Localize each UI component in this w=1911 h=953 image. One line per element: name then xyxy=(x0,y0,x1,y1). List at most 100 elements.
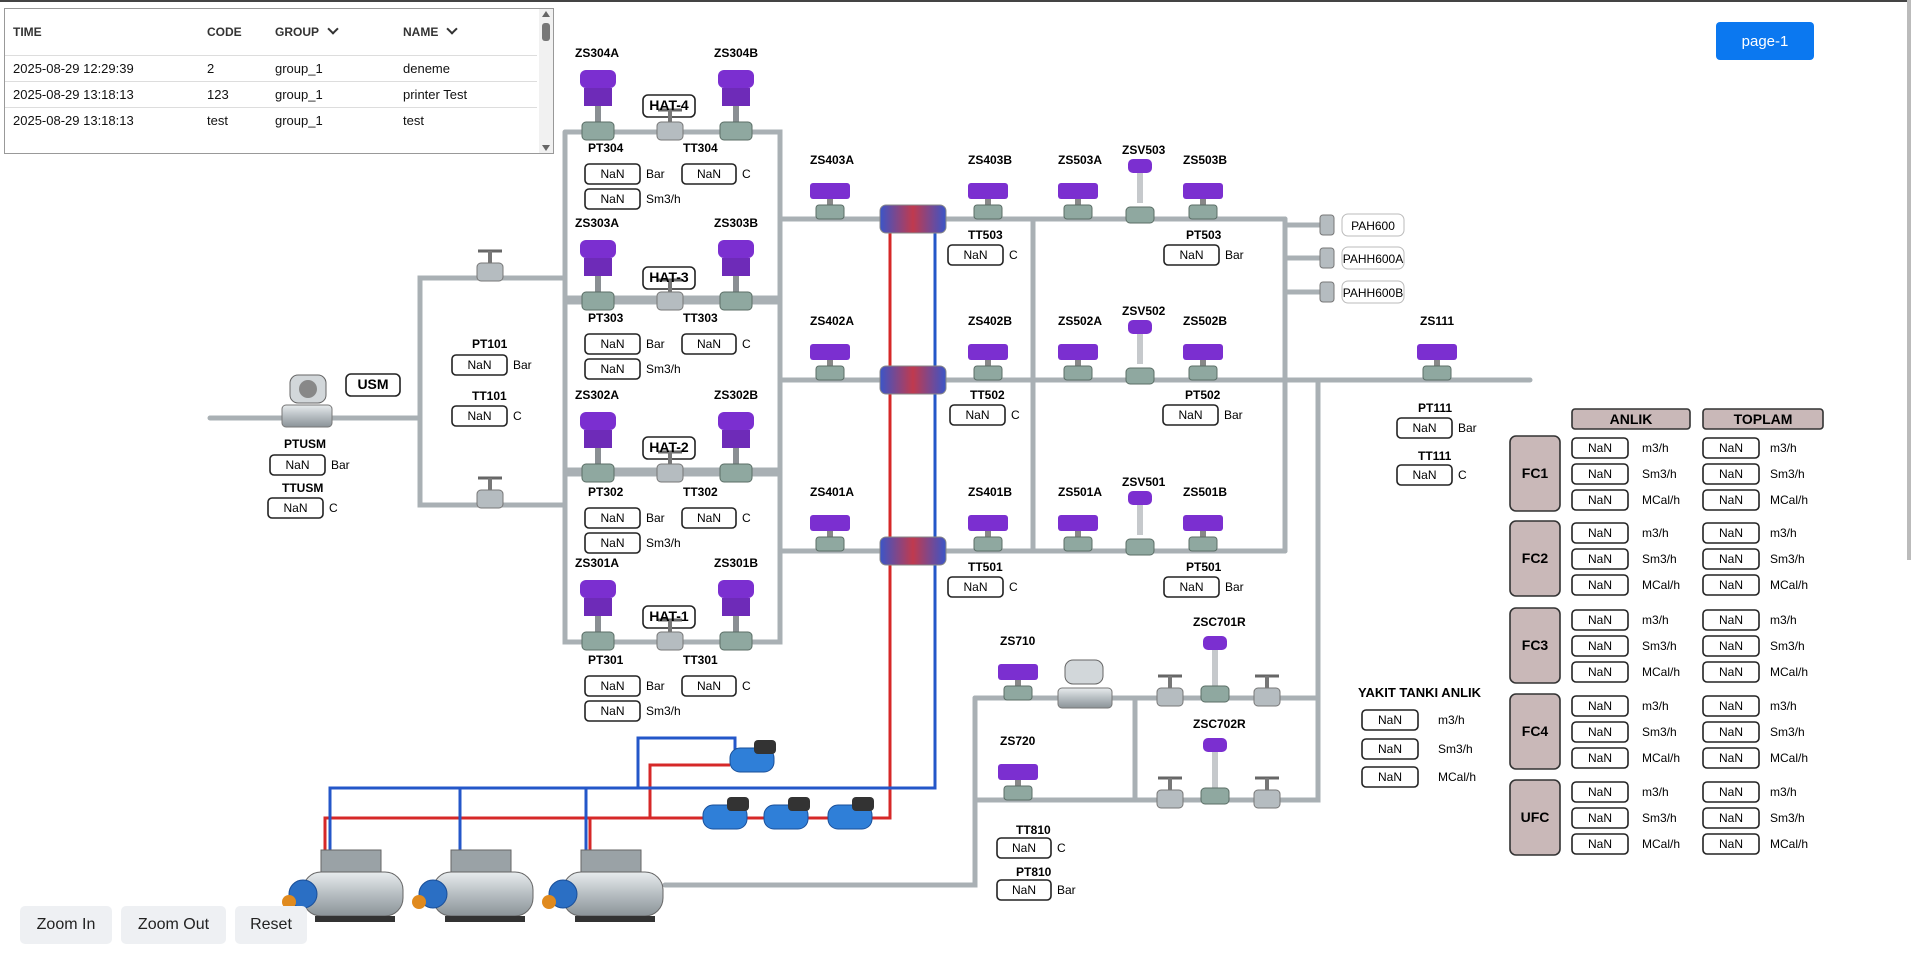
zs304a-valve[interactable] xyxy=(580,70,616,141)
zsc701r-right-valve[interactable] xyxy=(1253,674,1281,707)
fc-3-anlik-m3h-value-box xyxy=(1571,695,1629,717)
usm-lower-valve[interactable] xyxy=(476,476,504,509)
zs301a-valve[interactable] xyxy=(580,580,616,651)
zs111-valve[interactable] xyxy=(1417,344,1457,381)
alarm-list[interactable]: TIME CODE GROUP NAME 2025-08-29 12:29:39… xyxy=(4,8,554,154)
zs402b-valve[interactable] xyxy=(968,344,1008,381)
hat2-bypass-valve[interactable] xyxy=(656,450,684,483)
hat1-bypass-valve[interactable] xyxy=(656,618,684,651)
usm-label-box xyxy=(345,373,401,397)
chevron-down-icon[interactable] xyxy=(446,23,459,35)
zsv503-label: ZSV503 xyxy=(1122,143,1166,157)
zs403b-valve[interactable] xyxy=(968,183,1008,220)
table-row[interactable]: 2025-08-29 13:18:13 test group_1 test xyxy=(5,107,537,133)
zsc702r-left-valve[interactable] xyxy=(1156,776,1184,809)
fc-4-toplam-sm3h-value-box xyxy=(1702,807,1760,829)
col-group[interactable]: GROUP xyxy=(267,9,395,56)
boiler-1[interactable] xyxy=(282,849,404,922)
zs503b-valve[interactable] xyxy=(1183,183,1223,220)
fc-1-toplam-m3h-value-box xyxy=(1702,522,1760,544)
zs301b-label: ZS301B xyxy=(714,556,758,570)
zs402b-label: ZS402B xyxy=(968,314,1012,328)
zs503a-valve[interactable] xyxy=(1058,183,1098,220)
tt301-label: TT301 xyxy=(683,653,718,667)
zsv503-control-valve[interactable] xyxy=(1125,159,1155,224)
boiler-3[interactable] xyxy=(542,849,664,922)
hat4-bypass-valve[interactable] xyxy=(656,108,684,141)
pt111-label: PT111 xyxy=(1418,401,1452,415)
pump-top[interactable] xyxy=(729,740,776,773)
zs502b-valve[interactable] xyxy=(1183,344,1223,381)
zoom-out-button[interactable]: Zoom Out xyxy=(121,906,226,944)
pt503-label: PT503 xyxy=(1186,228,1222,242)
tt810-value: NaN xyxy=(1012,841,1036,855)
zsc702r-right-valve[interactable] xyxy=(1253,776,1281,809)
pt502-label: PT502 xyxy=(1185,388,1221,402)
tt501-value-box xyxy=(947,576,1004,598)
chevron-down-icon[interactable] xyxy=(327,23,339,35)
zs401a-valve[interactable] xyxy=(810,515,850,552)
zsv502-control-valve[interactable] xyxy=(1125,320,1155,385)
boiler-2[interactable] xyxy=(412,849,534,922)
zs710-valve[interactable] xyxy=(998,664,1038,701)
zs502a-valve[interactable] xyxy=(1058,344,1098,381)
table-row[interactable]: 2025-08-29 12:29:39 2 group_1 deneme xyxy=(5,55,537,82)
col-time[interactable]: TIME xyxy=(13,25,42,39)
col-code[interactable]: CODE xyxy=(207,25,242,39)
zs304b-valve[interactable] xyxy=(718,70,754,141)
pt501-label: PT501 xyxy=(1186,560,1222,574)
fc-1-box[interactable] xyxy=(1509,520,1561,597)
usm-meter[interactable] xyxy=(281,374,333,428)
flow-meter-710[interactable] xyxy=(1057,659,1113,709)
pahh600a-label: PAHH600A xyxy=(1343,252,1403,266)
zsc701r-control-valve[interactable] xyxy=(1200,636,1230,703)
fc-0-toplam-unit: MCal/h xyxy=(1770,493,1808,507)
zs401b-valve[interactable] xyxy=(968,515,1008,552)
table-scrollbar[interactable] xyxy=(539,9,553,153)
tt101-unit: C xyxy=(513,409,522,423)
zoom-in-button[interactable]: Zoom In xyxy=(20,906,112,944)
zs402a-valve[interactable] xyxy=(810,344,850,381)
scroll-thumb[interactable] xyxy=(542,23,550,41)
zsv501-control-valve[interactable] xyxy=(1125,491,1155,556)
fc-3-box[interactable] xyxy=(1509,693,1561,770)
fc-0-box[interactable] xyxy=(1509,435,1561,512)
pump-3[interactable] xyxy=(827,797,874,830)
hat3-bypass-valve[interactable] xyxy=(656,278,684,311)
pahh600b-switch[interactable] xyxy=(1319,281,1335,303)
scroll-down-icon[interactable] xyxy=(542,145,550,151)
fc-2-box[interactable] xyxy=(1509,607,1561,684)
pump-2[interactable] xyxy=(763,797,810,830)
fc-0-toplam-m3h-value: NaN xyxy=(1719,441,1743,455)
zs303b-valve[interactable] xyxy=(718,240,754,311)
zsc702r-control-valve[interactable] xyxy=(1200,738,1230,805)
zs403a-valve[interactable] xyxy=(810,183,850,220)
col-name[interactable]: NAME xyxy=(395,9,537,56)
usm-upper-valve[interactable] xyxy=(476,249,504,282)
zs501a-valve[interactable] xyxy=(1058,515,1098,552)
zsc701r-left-valve[interactable] xyxy=(1156,674,1184,707)
fc-4-box[interactable] xyxy=(1509,779,1561,856)
pah600-label: PAH600 xyxy=(1351,219,1395,233)
pt502-value-box xyxy=(1162,404,1219,426)
fc-4-toplam-m3h-value: NaN xyxy=(1719,785,1743,799)
page-1-button[interactable]: page-1 xyxy=(1716,22,1814,60)
zs720-valve[interactable] xyxy=(998,764,1038,801)
pt111-value-box xyxy=(1396,417,1453,439)
reset-button[interactable]: Reset xyxy=(235,906,307,944)
zs303a-valve[interactable] xyxy=(580,240,616,311)
page-scrollbar[interactable] xyxy=(1907,0,1911,560)
zs501b-valve[interactable] xyxy=(1183,515,1223,552)
table-row[interactable]: 2025-08-29 13:18:13 123 group_1 printer … xyxy=(5,81,537,108)
pah600-switch[interactable] xyxy=(1319,214,1335,236)
fc-2-anlik-mcalh-value-box xyxy=(1571,661,1629,683)
ttusm-unit: C xyxy=(329,501,338,515)
zs302b-valve[interactable] xyxy=(718,412,754,483)
fc-4-anlik-mcalh-value-box xyxy=(1571,833,1629,855)
pahh600a-switch[interactable] xyxy=(1319,247,1335,269)
zs302a-valve[interactable] xyxy=(580,412,616,483)
zs301b-valve[interactable] xyxy=(718,580,754,651)
scroll-up-icon[interactable] xyxy=(542,11,550,17)
zs304b-label: ZS304B xyxy=(714,46,758,60)
pump-1[interactable] xyxy=(702,797,749,830)
